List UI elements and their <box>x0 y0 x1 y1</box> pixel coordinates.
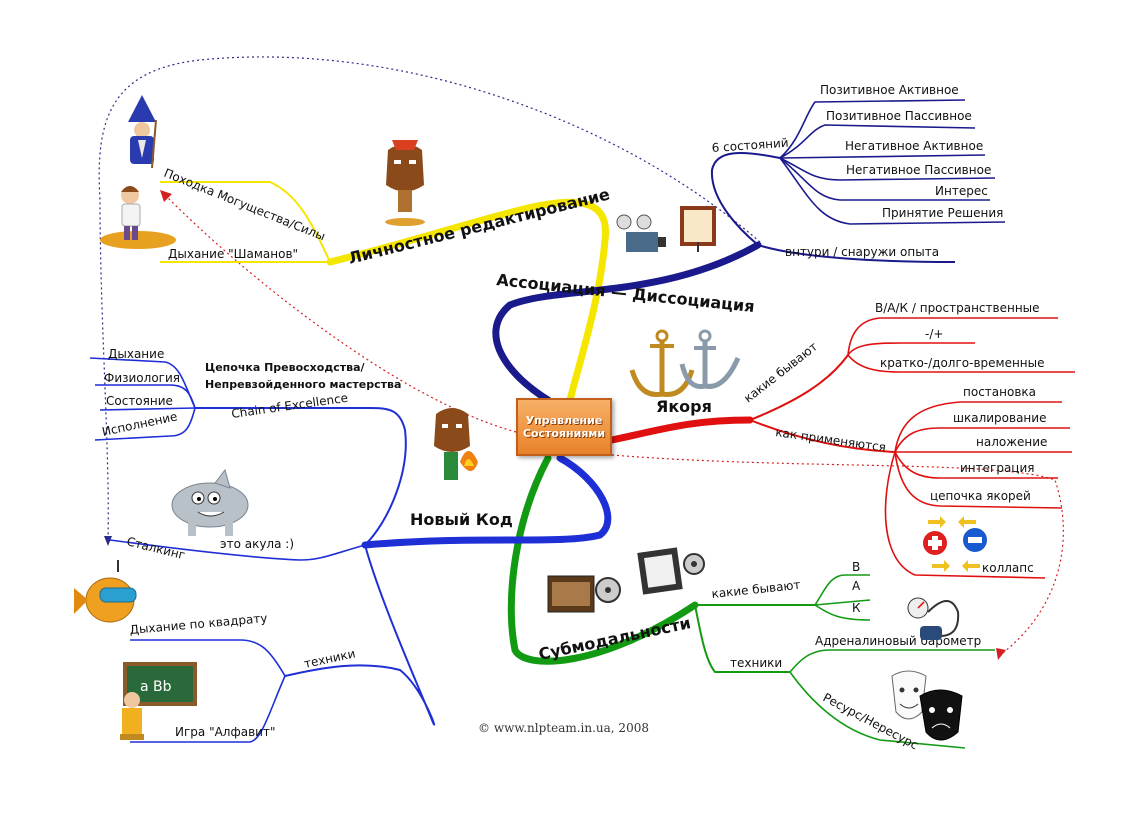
label-anchor-time: кратко-/долго-временные <box>880 356 1045 370</box>
label-state-neg-passive: Негативное Пассивное <box>846 163 991 177</box>
branch-newcode <box>361 454 612 549</box>
copyright: © www.nlpteam.in.ua, 2008 <box>478 721 649 735</box>
label-state-neg-active: Негативное Активное <box>845 139 983 153</box>
label-alphabet: Игра "Алфавит" <box>175 725 275 739</box>
shark-icon <box>171 468 249 536</box>
girl-icon <box>100 186 176 249</box>
label-state-decision: Принятие Решения <box>882 206 1003 220</box>
label-sub-v: В <box>852 560 860 574</box>
dotted-link-red-right <box>611 454 1064 656</box>
plus-circle-icon <box>921 529 949 557</box>
dotted-link-navy <box>98 56 761 541</box>
barometer-icon <box>907 597 960 640</box>
branch-title-anchors: Якоря <box>656 397 712 416</box>
center-title-line1: Управление <box>525 414 603 427</box>
label-use-overlay: наложение <box>976 435 1047 449</box>
branch-anchors <box>608 416 754 444</box>
center-node: Управление Состояниями <box>516 398 612 456</box>
label-chain-state: Состояние <box>106 394 173 408</box>
label-use-setting: постановка <box>963 385 1036 399</box>
movie-screen-icon <box>680 206 716 252</box>
film-reel-icon <box>547 575 621 613</box>
fish-diver-icon <box>74 560 137 623</box>
theatre-masks-icon <box>891 670 963 741</box>
label-chain-perform: Исполнение <box>101 409 179 439</box>
branch-submodalities <box>507 454 699 665</box>
label-power-walk: Походка Могущества/Силы <box>162 166 327 244</box>
label-chain-desc-1: Цепочка Превосходства/ <box>205 361 365 374</box>
anchor-gold-icon <box>629 329 695 397</box>
shaman-icon <box>385 140 425 226</box>
label-sub-a: А <box>852 579 861 593</box>
film-strip-icon <box>637 547 705 595</box>
label-stalking: Сталкинг <box>125 534 186 562</box>
label-sub-kinds: какие бывают <box>711 578 801 601</box>
branch-title-submodalities: Субмодальности <box>537 613 693 664</box>
label-square-breath: Дыхание по квадрату <box>129 611 268 637</box>
label-six-states: 6 состояний <box>711 136 789 155</box>
shaman-fire-icon <box>434 408 478 480</box>
arrowhead <box>104 536 112 546</box>
label-state-pos-active: Позитивное Активное <box>820 83 959 97</box>
teacher-board-icon: a Bb <box>120 662 197 740</box>
label-anchor-plusminus: -/+ <box>925 327 943 341</box>
label-use-integration: интеграция <box>960 461 1034 475</box>
arrowhead <box>160 190 172 202</box>
label-shark: это акула :) <box>220 537 294 551</box>
label-shaman-breath: Дыхание "Шаманов" <box>168 247 298 261</box>
label-state-interest: Интерес <box>935 184 988 198</box>
branch-title-association: Ассоциация — Диссоциация <box>496 270 756 316</box>
branch-title-personal: Личностное редактирование <box>346 184 611 267</box>
branch-title-newcode: Новый Код <box>410 510 513 529</box>
arrowhead <box>996 648 1006 660</box>
label-chain-breath: Дыхание <box>108 347 164 361</box>
wizard-icon <box>128 95 157 169</box>
arrow-icon <box>928 516 980 572</box>
board-text: a Bb <box>140 679 172 695</box>
label-use-collapse: коллапс <box>982 561 1034 575</box>
label-sub-tech: техники <box>730 656 782 670</box>
label-adrenaline: Адреналиновый барометр <box>815 634 981 648</box>
branch-personal <box>326 198 610 404</box>
label-chain: Chain of Excellence <box>230 391 348 421</box>
label-state-pos-passive: Позитивное Пассивное <box>826 109 972 123</box>
minus-circle-icon <box>961 526 989 554</box>
label-chain-physio: Физиология <box>104 371 180 385</box>
label-anchor-vak: В/А/К / пространственные <box>875 301 1040 315</box>
projector-icon <box>616 214 666 252</box>
label-anchor-kinds: какие бывают <box>741 339 820 405</box>
label-use-scaling: шкалирование <box>953 411 1046 425</box>
branch-association <box>492 241 762 404</box>
center-title-line2: Состояниями <box>522 427 606 440</box>
label-chain-desc-2: Непревзойденного мастерства <box>205 378 401 391</box>
label-sub-k: К <box>852 601 861 615</box>
label-inside-outside: внтури / снаружи опыта <box>785 245 939 259</box>
label-anchor-use: как применяются <box>775 425 887 454</box>
label-use-chain: цепочка якорей <box>930 489 1031 503</box>
anchor-silver-icon <box>679 329 741 390</box>
